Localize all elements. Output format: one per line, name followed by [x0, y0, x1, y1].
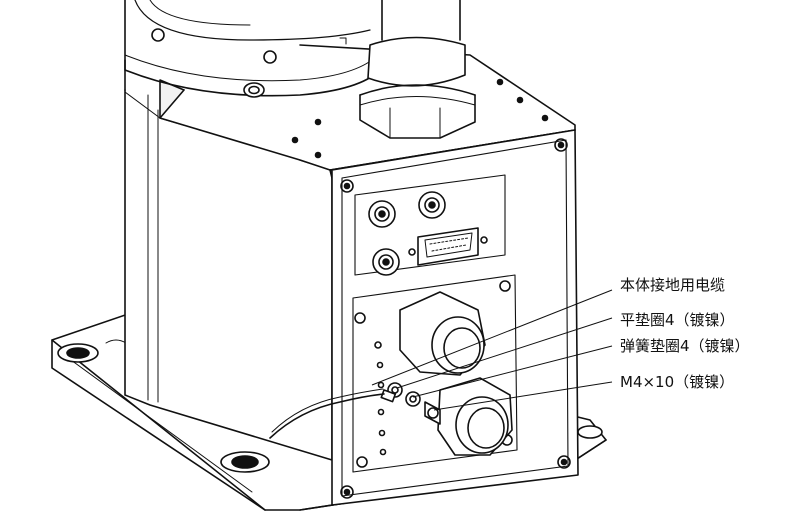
duct-nut	[359, 0, 476, 139]
ground-cable	[269, 393, 385, 439]
flange	[124, 0, 381, 98]
leader-spring-washer	[412, 345, 613, 398]
leader-ground-cable	[371, 289, 613, 386]
callout-ground-cable: 本体接地用电缆	[620, 276, 726, 294]
leader-screw	[433, 381, 613, 411]
callout-flat-washer: 平垫圈4（镀镍）	[620, 311, 735, 329]
callout-spring-washer: 弹簧垫圈4（镀镍）	[620, 337, 750, 355]
ground-hardware	[380, 382, 441, 425]
gland-panel	[352, 274, 518, 473]
connector-panel	[354, 174, 506, 276]
leader-flat-washer	[396, 317, 613, 389]
callout-screw: M4×10（镀镍）	[620, 373, 735, 391]
